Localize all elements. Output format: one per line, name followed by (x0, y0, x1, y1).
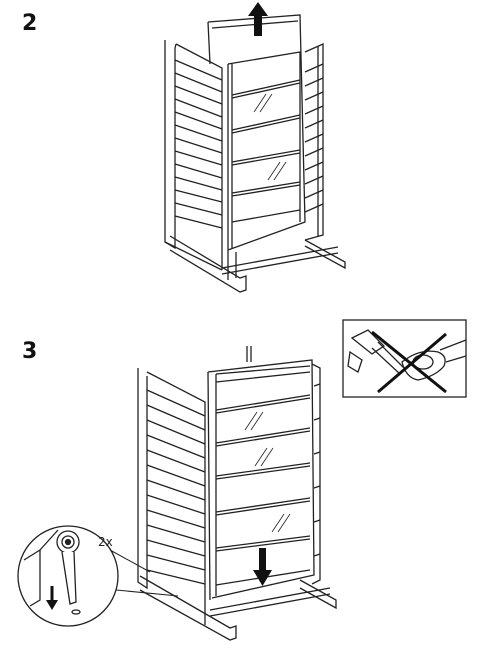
no-hammer-icon (342, 319, 467, 398)
arrow-down-icon (253, 548, 272, 586)
step-3-drawer-frame (137, 346, 337, 641)
foot-screw-icon (17, 525, 179, 627)
step-3-number: 3 (22, 339, 38, 364)
quantity-label: 2x (98, 535, 113, 549)
left-side-panel (137, 368, 206, 625)
base-rails (139, 575, 337, 641)
glass-front-frame (207, 359, 315, 601)
step-2-number: 2 (22, 11, 38, 36)
right-side-panel (304, 42, 324, 241)
step-2-drawer-frame (164, 14, 346, 293)
right-side-panel (246, 346, 321, 585)
arrow-up-icon (248, 2, 268, 36)
base-rails (169, 235, 346, 293)
left-side-panel (164, 40, 223, 271)
